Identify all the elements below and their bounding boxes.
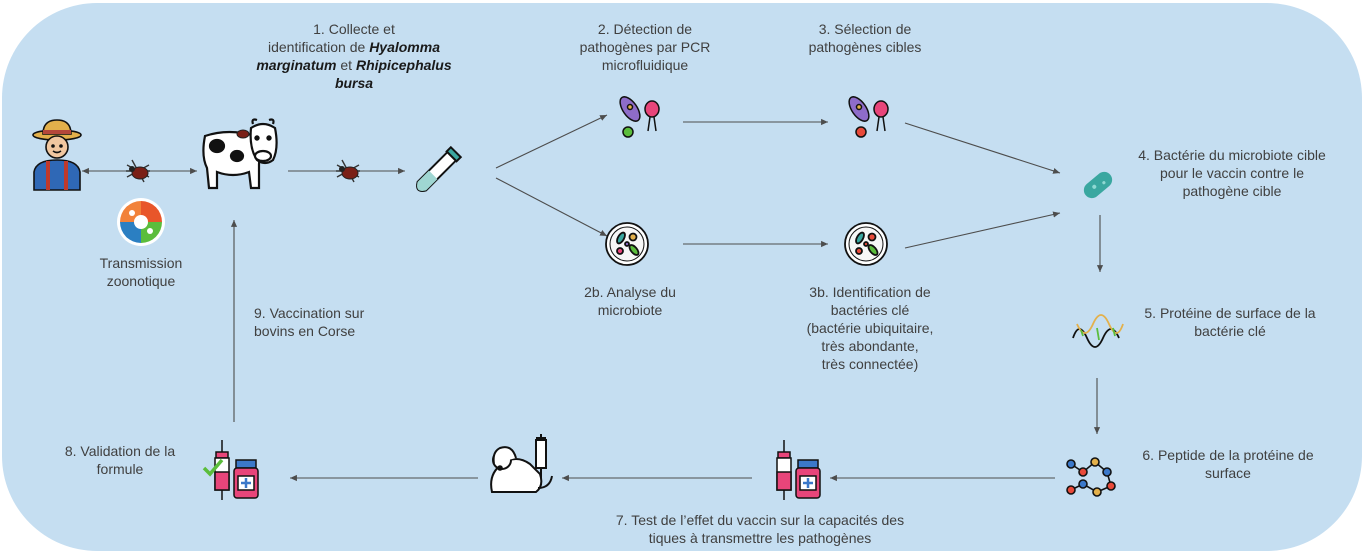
label-selection: 3. Sélection de pathogènes cibles (808, 21, 922, 55)
petri-dish-icon (605, 222, 649, 266)
background-panel (2, 3, 1362, 551)
bacterium-icon (1083, 171, 1113, 199)
label-microbiota: 2b. Analyse du microbiote (584, 284, 676, 318)
arrow-selection-target (904, 122, 1061, 174)
tick-icon (126, 159, 150, 183)
label-validation: 8. Validation de la formule (64, 443, 176, 477)
arrow-tube-microbiota (495, 177, 608, 237)
farmer-icon (32, 119, 82, 191)
tick-icon (336, 159, 360, 183)
pathogens-icon (848, 96, 889, 138)
test-tube-icon (416, 145, 463, 192)
peptide-icon (1066, 457, 1116, 497)
mouse-icon (490, 434, 553, 493)
label-detection: 2. Détection de pathogènes par PCR micro… (579, 21, 711, 73)
one-health-logo (117, 198, 165, 246)
label-peptide: 6. Peptide de la protéine de surface (1142, 447, 1314, 481)
label-test: 7. Test de l’effet du vaccin sur la capa… (615, 512, 905, 546)
arrow-tube-detection (495, 114, 608, 169)
cow-icon (202, 118, 278, 190)
label-zoonotic: Transmission zoonotique (99, 255, 183, 289)
pathogens-icon (619, 96, 660, 138)
petri-dish-icon (844, 222, 888, 266)
label-vaccination: 9. Vaccination sur bovins en Corse (254, 305, 365, 339)
label-surface-protein: 5. Protéine de surface de la bactérie cl… (1144, 305, 1316, 339)
protein-icon (1072, 314, 1124, 348)
vaccine-icon (776, 440, 821, 500)
label-key-bacteria: 3b. Identification de bactéries clé (bac… (806, 284, 934, 372)
label-collect: 1. Collecte et identification de Hyalomm… (256, 21, 452, 91)
label-target-bacterium: 4. Bactérie du microbiote cible pour le … (1138, 147, 1326, 199)
arrow-key-target (904, 211, 1061, 249)
validated-vaccine-icon (202, 440, 259, 500)
